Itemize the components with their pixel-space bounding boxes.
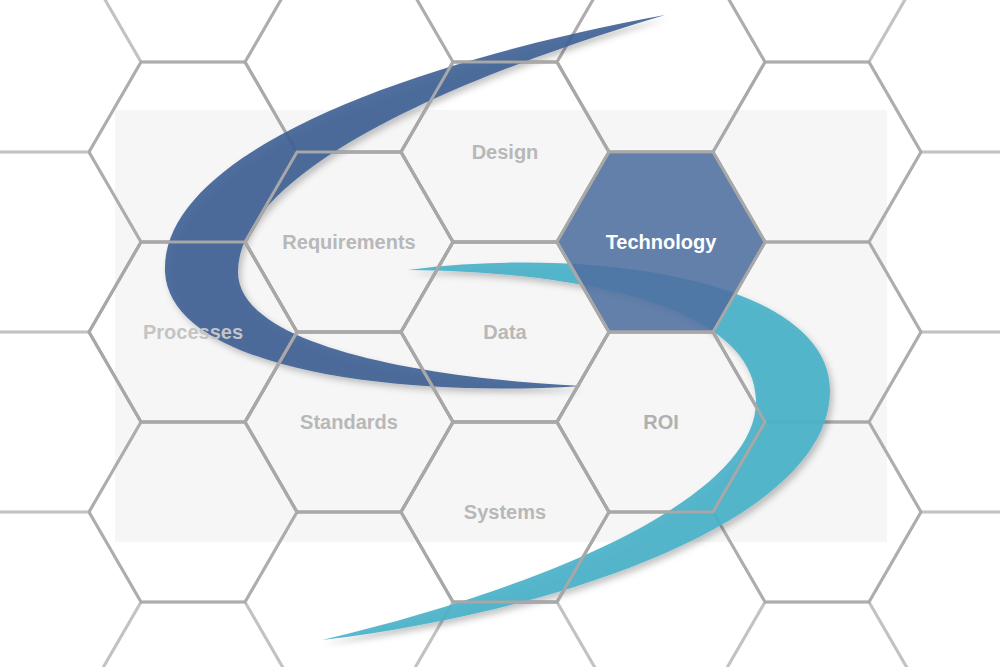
- hex-node: ROI: [557, 332, 765, 512]
- hex-text-wrap: Requirements: [282, 231, 415, 254]
- hex-shape: [557, 332, 765, 512]
- hex-cell: [0, 152, 141, 332]
- hex-shape: [245, 152, 453, 332]
- hex-shape: [401, 242, 609, 422]
- hex-text-wrap: Technology: [606, 231, 717, 254]
- hex-label: Systems: [464, 501, 546, 524]
- hex-text-wrap: Standards: [300, 411, 398, 434]
- hex-cell: [245, 512, 453, 667]
- hex-cell: [869, 512, 1000, 667]
- hex-cell: [0, 512, 141, 667]
- hex-cell: [713, 0, 921, 62]
- hex-text-wrap: Design: [472, 141, 539, 164]
- hex-node: Requirements: [245, 152, 453, 332]
- hex-label: Design: [472, 141, 539, 164]
- hex-text-wrap: Processes: [143, 321, 243, 344]
- hex-cell: [557, 0, 765, 152]
- hex-text-wrap: ROI: [643, 411, 679, 434]
- hex-label: Processes: [143, 321, 243, 344]
- hex-node: Data: [401, 242, 609, 422]
- hex-node: Systems: [401, 422, 609, 602]
- hex-text-wrap: Systems: [464, 501, 546, 524]
- hex-label: Data: [483, 321, 526, 344]
- hex-cell: [869, 0, 1000, 152]
- hex-cell: [89, 0, 297, 62]
- hex-cell: [869, 152, 1000, 332]
- hex-shape: [401, 422, 609, 602]
- hex-cell: [89, 602, 297, 667]
- teal-swoosh: [322, 263, 830, 640]
- hex-text-wrap: Data: [483, 321, 526, 344]
- hex-shape: [557, 152, 765, 332]
- hex-label: Standards: [300, 411, 398, 434]
- hex-label: ROI: [643, 411, 679, 434]
- hex-label: Requirements: [282, 231, 415, 254]
- hex-label: Technology: [606, 231, 717, 254]
- hex-cell: [89, 422, 297, 602]
- hex-cell: [869, 332, 1000, 512]
- hex-node: Processes: [89, 242, 297, 422]
- hex-node: Technology: [557, 152, 765, 332]
- hex-shape: [245, 332, 453, 512]
- hex-cell: [713, 602, 921, 667]
- hex-node: Standards: [245, 332, 453, 512]
- hex-shape: [89, 242, 297, 422]
- hex-cell: [0, 332, 141, 512]
